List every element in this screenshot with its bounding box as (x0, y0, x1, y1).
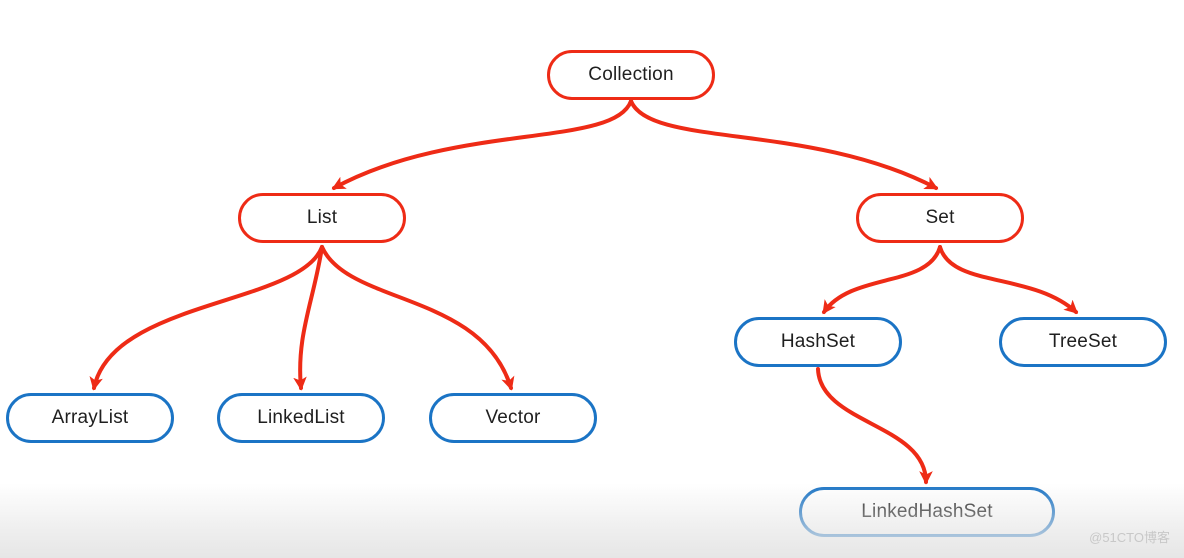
node-hashset: HashSet (734, 317, 902, 367)
node-label: HashSet (780, 331, 856, 352)
watermark: @51CTO博客 (1089, 530, 1170, 545)
node-label: TreeSet (1048, 331, 1118, 352)
edge-set-hashset (822, 245, 942, 315)
node-label: List (306, 207, 338, 228)
node-label: LinkedHashSet (861, 501, 993, 522)
node-label: Collection (588, 64, 674, 85)
node-label: Set (925, 207, 955, 228)
edge-hashset-linkedhashset (816, 367, 933, 485)
node-label: Vector (485, 407, 541, 428)
node-label: LinkedList (257, 407, 345, 428)
edge-list-arraylist (89, 245, 324, 391)
node-list: List (238, 193, 406, 243)
edge-collection-list (331, 99, 633, 190)
node-vector: Vector (429, 393, 597, 443)
node-set: Set (856, 193, 1024, 243)
edge-collection-set (629, 99, 939, 190)
node-linkedhashset: LinkedHashSet (799, 487, 1055, 537)
node-treeset: TreeSet (999, 317, 1167, 367)
edge-list-linkedlist (293, 245, 324, 391)
edge-list-vector (320, 245, 515, 391)
node-arraylist: ArrayList (6, 393, 174, 443)
edge-set-treeset (938, 245, 1079, 314)
node-label: ArrayList (51, 407, 129, 428)
node-linkedlist: LinkedList (217, 393, 385, 443)
node-collection: Collection (547, 50, 715, 100)
